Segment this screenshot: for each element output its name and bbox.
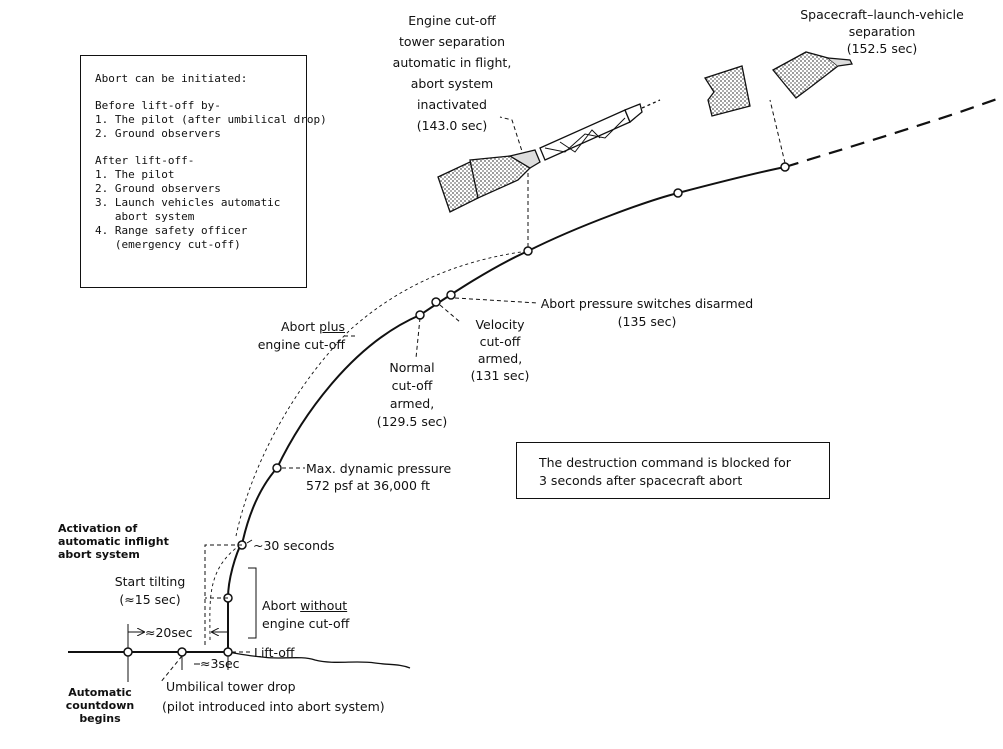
abort-box-title: Abort can be initiated: [95, 72, 248, 85]
after-item: 2. Ground observers [95, 182, 221, 195]
before-liftoff-heading: Before lift-off by- [95, 99, 221, 112]
separation-label: Spacecraft–launch-vehicle separation (15… [800, 7, 964, 56]
pressure-switches-label: Abort pressure switches disarmed (135 se… [540, 296, 754, 329]
max-q-label: Max. dynamic pressure 572 psf at 36,000 … [306, 461, 452, 493]
marker-separation [780, 162, 790, 172]
thirty-seconds-label: ~30 seconds [253, 538, 335, 553]
marker-max-q [272, 463, 282, 473]
separated-capsule [771, 51, 853, 99]
marker-mid [673, 188, 683, 198]
marker-engine-cutoff [523, 246, 533, 256]
marker-countdown [123, 647, 133, 657]
normal-cutoff-label: Normal cut-off armed, (129.5 sec) [376, 360, 448, 429]
before-item: 1. The pilot (after umbilical drop) [95, 113, 327, 126]
leader-lines [159, 99, 786, 684]
ground-line [68, 651, 411, 669]
twenty-seconds-label: ≈20sec [145, 625, 193, 640]
start-tilting-label: Start tilting (≈15 sec) [114, 574, 186, 607]
umbilical-drop-label: Umbilical tower drop (pilot introduced i… [162, 679, 385, 714]
marker-normal-cutoff [415, 310, 425, 320]
separated-adapter [703, 65, 751, 117]
activation-label: Activation of automatic inflight abort s… [58, 522, 169, 561]
velocity-cutoff-label: Velocity cut-off armed, (131 sec) [470, 317, 530, 383]
destruction-command-box: The destruction command is blocked for 3… [516, 442, 830, 499]
destruction-line: 3 seconds after spacecraft abort [539, 473, 743, 488]
abort-initiation-box: Abort can be initiated: Before lift-off … [80, 55, 327, 288]
engine-cutoff-label: Engine cut-off tower separation automati… [392, 13, 512, 133]
after-item: abort system [95, 210, 195, 223]
three-seconds-label: ≈3sec [200, 656, 240, 671]
destruction-line: The destruction command is blocked for [539, 455, 791, 470]
after-item: 4. Range safety officer [95, 224, 248, 237]
marker-velocity-cutoff [431, 297, 441, 307]
abort-without-label: Abort without engine cut-off [262, 598, 350, 631]
after-item: (emergency cut-off) [95, 238, 241, 251]
marker-pressure-switches [446, 290, 456, 300]
marker-umbilical [177, 647, 187, 657]
abort-without-envelope [209, 544, 241, 641]
spacecraft-with-escape-tower [437, 99, 661, 213]
lift-off-label: Lift-off [254, 645, 295, 660]
before-item: 2. Ground observers [95, 127, 221, 140]
after-item: 3. Launch vehicles automatic [95, 196, 281, 209]
after-liftoff-heading: After lift-off- [95, 154, 195, 167]
trajectory-dashed [784, 96, 1001, 169]
after-item: 1. The pilot [95, 168, 175, 181]
abort-plus-label: Abort plus engine cut-off [257, 319, 345, 352]
countdown-label: Automatic countdown begins [65, 686, 135, 725]
trajectory-solid [227, 166, 786, 652]
dimension-lines [127, 539, 257, 682]
